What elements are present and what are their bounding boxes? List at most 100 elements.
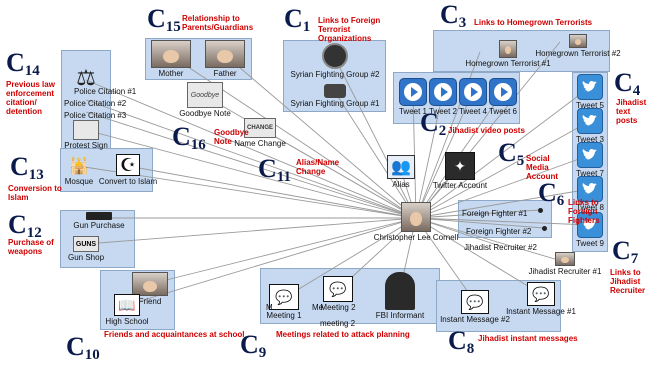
- edge-line: [85, 111, 417, 219]
- edge-line: [415, 120, 591, 219]
- gavel-icon: ⚖: [76, 65, 96, 90]
- person-photo-icon: [205, 40, 245, 68]
- jihadist-recruiter-2-label: Jihadist Recruiter #2: [464, 243, 537, 252]
- node-label: High School: [105, 317, 149, 326]
- person-photo-icon: [555, 252, 575, 266]
- edge-line: [283, 217, 417, 299]
- node-text-tweet-9: Tweet 9: [575, 212, 605, 248]
- silhouette-icon: [385, 272, 415, 310]
- node-label: Homegrown Terrorist #1: [465, 59, 551, 68]
- node-label: Meeting 2: [320, 303, 356, 312]
- node-police-citations: ⚖: [62, 58, 110, 98]
- category-c11: C11: [258, 154, 291, 186]
- node-label: Tweet 2: [428, 107, 457, 116]
- center-label: Christopher Lee Cornell: [373, 233, 459, 242]
- category-c2: C2: [420, 108, 447, 140]
- edge-line: [415, 91, 474, 219]
- play-icon: [489, 78, 517, 106]
- twitter-bird-icon: [577, 74, 603, 100]
- twitter-bird-icon: [577, 108, 603, 134]
- node-video-tweet-1: Tweet 1: [398, 78, 428, 116]
- person-photo-icon: [569, 34, 587, 48]
- edge-line: [415, 217, 542, 295]
- edge-line: [85, 217, 417, 245]
- meeting-me-label: Me: [312, 303, 324, 312]
- node-father: Father: [202, 40, 248, 78]
- node-text-tweet-5: Tweet 5: [575, 74, 605, 110]
- edge-line: [85, 129, 417, 219]
- police-citation-1-label: Police Citation #1: [74, 87, 137, 96]
- book-icon: 📖: [114, 294, 140, 316]
- edge-line: [149, 217, 417, 285]
- meeting-icon: 💬: [323, 276, 353, 302]
- node-instant-message-1: 💬 Instant Message #1: [506, 282, 576, 316]
- category-c6: C6: [538, 178, 565, 210]
- category-c13: C13: [10, 152, 44, 184]
- node-fbi-informant: FBI Informant: [368, 272, 432, 320]
- edge-line: [415, 91, 444, 219]
- category-c15-text: Relationship to Parents/Guardians: [182, 14, 254, 32]
- node-label: Syrian Fighting Group #2: [290, 70, 380, 79]
- node-meeting-1: 💬 Meeting 1: [262, 284, 306, 320]
- group-foreign-fighters: [458, 200, 552, 238]
- node-label: Tweet 4: [458, 107, 487, 116]
- person-photo-icon: [132, 272, 168, 296]
- foreign-fighter-2-label: Foreign Fighter #2: [466, 227, 532, 236]
- node-alias: 👥 Alias: [386, 155, 416, 189]
- edge-line: [334, 57, 417, 219]
- edge-line: [85, 79, 417, 219]
- gun-shop-sign-icon: GUNS: [73, 236, 99, 252]
- category-c1-text: Links to Foreign Terrorist Organizations: [318, 16, 381, 43]
- node-video-tweet-6: Tweet 6: [488, 78, 518, 116]
- edge-line: [415, 209, 541, 219]
- category-c12: C12: [8, 210, 42, 242]
- twitter-bird-icon: [577, 212, 603, 238]
- node-text-tweet-7: Tweet 7: [575, 142, 605, 178]
- foreign-fighter-1-label: Foreign Fighter #1: [462, 209, 528, 218]
- node-label: Tweet 9: [575, 239, 604, 248]
- node-label: Instant Message #1: [506, 307, 576, 316]
- node-label: Instant Message #2: [440, 315, 510, 324]
- category-c6-text: Links to Foreign Fighters: [568, 198, 600, 225]
- category-c14: C14: [6, 48, 40, 80]
- category-c11-text: Alias/Name Change: [296, 158, 340, 176]
- edge-line: [127, 165, 417, 219]
- police-citation-3-label: Police Citation #3: [64, 111, 127, 120]
- node-high-school: 📖 High School: [102, 294, 152, 326]
- edge-line: [415, 86, 591, 219]
- node-label: Protest Sign: [64, 141, 108, 150]
- note-icon: Goodbye: [187, 82, 223, 108]
- node-meeting-2: 💬 Meeting 2: [316, 276, 360, 312]
- category-c15: C15: [147, 4, 181, 36]
- category-c9-text: Meetings related to attack planning: [276, 330, 410, 339]
- node-label: Goodbye Note: [179, 109, 231, 118]
- node-label: Gun Shop: [67, 253, 105, 262]
- edge-line: [169, 54, 417, 219]
- category-c16-text: Goodbye Note: [214, 128, 249, 146]
- chat-icon: 💬: [527, 282, 555, 306]
- category-c10: C10: [66, 332, 100, 364]
- people-icon: 👥: [387, 155, 415, 179]
- node-label: Tweet 3: [575, 135, 604, 144]
- node-label: Convert to Islam: [98, 177, 158, 186]
- category-c13-text: Conversion to Islam: [8, 184, 62, 202]
- mosque-icon: 🕌: [69, 158, 89, 175]
- person-photo-icon: [401, 202, 431, 232]
- police-citation-2-label: Police Citation #2: [64, 99, 127, 108]
- node-label: Tweet 7: [575, 169, 604, 178]
- category-c14-text: Previous law enforcement citation/ deten…: [6, 80, 55, 116]
- category-c4: C4: [614, 68, 641, 100]
- twitter-account-icon: ✦: [445, 152, 475, 180]
- node-gun-shop: GUNS Gun Shop: [62, 236, 110, 262]
- node-protest-sign: Protest Sign: [62, 120, 110, 150]
- node-homegrown-1: Homegrown Terrorist #1: [458, 40, 558, 68]
- edge-line: [85, 99, 417, 219]
- node-label: FBI Informant: [375, 311, 425, 320]
- node-syrian-group-2: Syrian Fighting Group #2: [290, 43, 380, 79]
- edge-line: [415, 217, 566, 263]
- node-label: Tweet 8: [575, 203, 604, 212]
- category-c12-text: Purchase of weapons: [8, 238, 54, 256]
- node-jihadist-recruiter-1: Jihadist Recruiter #1: [520, 252, 610, 276]
- category-c5: C5: [498, 138, 525, 170]
- person-photo-icon: [151, 40, 191, 68]
